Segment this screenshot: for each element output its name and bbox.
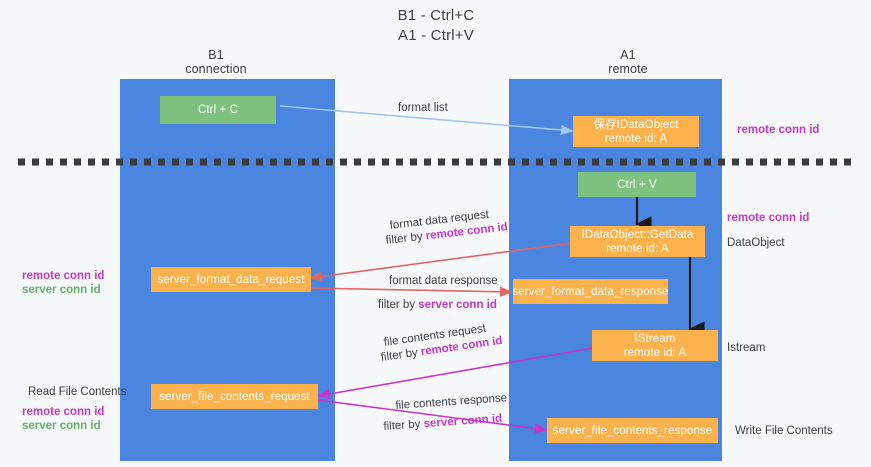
node-server-format-data-request-label: server_format_data_request — [157, 273, 305, 286]
edge-label-format-data-request-filter-prefix: filter by — [385, 230, 427, 247]
edge-label-format-data-response-filter-hl: server conn id — [418, 299, 497, 311]
edge-label-file-contents-response-filter-hl: server conn id — [423, 412, 503, 431]
left-label-read-file-contents: Read File Contents — [28, 385, 126, 399]
node-getdata-line1: IDataObject::GetData — [581, 228, 694, 241]
arrow-format-data-response — [309, 286, 513, 297]
right-label-istream: Istream — [727, 341, 765, 355]
node-server-file-contents-request-label: server_file_contents_request — [159, 390, 310, 403]
right-label-dataobject: DataObject — [727, 236, 785, 250]
column-header-a1-subtitle: remote — [608, 62, 648, 76]
edge-label-format-data-response-text: format data response — [389, 275, 498, 287]
node-server-file-contents-response-label: server_file_contents_response — [552, 424, 713, 437]
node-save-dataobject-line2: remote id: A — [604, 132, 668, 145]
column-header-a1-name: A1 — [620, 48, 636, 62]
edge-label-format-data-response-filter: filter by server conn id — [378, 298, 497, 312]
node-server-file-contents-response[interactable]: server_file_contents_response — [547, 418, 718, 443]
left-label-remote-conn-id-mid-text: remote conn id — [22, 270, 105, 282]
right-label-write-file-contents: Write File Contents — [735, 424, 833, 438]
left-label-remote-conn-id-mid: remote conn id — [22, 269, 104, 283]
node-getdata-line2: remote id: A — [606, 242, 669, 255]
right-label-write-file-contents-text: Write File Contents — [735, 425, 833, 437]
left-label-remote-conn-id-bottom: remote conn id — [22, 405, 104, 419]
node-server-format-data-response[interactable]: server_format_data_response — [512, 279, 669, 304]
node-getdata[interactable]: IDataObject::GetData remote id: A — [570, 226, 705, 257]
left-label-server-conn-id-mid: server conn id — [22, 283, 101, 297]
edge-label-file-contents-request-filter-prefix: filter by — [380, 346, 422, 364]
node-ctrl-c-label: Ctrl + C — [197, 104, 239, 116]
node-ctrl-v-label: Ctrl + V — [617, 178, 657, 191]
column-header-a1: A1 remote — [553, 48, 703, 76]
left-label-server-conn-id-bottom: server conn id — [22, 419, 101, 433]
edge-label-format-data-response: format data response — [389, 274, 498, 288]
page-title-line2: A1 - Ctrl+V — [398, 27, 474, 44]
edge-label-file-contents-response-text: file contents response — [395, 392, 508, 412]
right-label-remote-conn-id-mid: remote conn id — [727, 211, 809, 225]
edge-label-file-contents-response: file contents response — [395, 391, 508, 413]
node-ctrl-v[interactable]: Ctrl + V — [578, 172, 696, 197]
right-label-remote-conn-id-top: remote conn id — [737, 123, 819, 137]
column-header-b1-subtitle: connection — [185, 62, 247, 76]
right-label-dataobject-text: DataObject — [727, 237, 785, 249]
node-server-format-data-request[interactable]: server_format_data_request — [151, 267, 311, 292]
node-server-file-contents-request[interactable]: server_file_contents_request — [151, 384, 318, 409]
column-header-b1-name: B1 — [208, 48, 224, 62]
right-label-remote-conn-id-top-text: remote conn id — [737, 124, 820, 136]
edge-label-format-list-text: format list — [398, 102, 448, 114]
left-label-remote-conn-id-bottom-text: remote conn id — [22, 406, 105, 418]
right-label-remote-conn-id-mid-text: remote conn id — [727, 212, 810, 224]
column-header-b1: B1 connection — [141, 48, 291, 76]
left-label-server-conn-id-bottom-text: server conn id — [22, 420, 101, 432]
node-server-format-data-response-label: server_format_data_response — [512, 285, 669, 298]
edge-label-format-list: format list — [398, 101, 448, 115]
node-ctrl-c[interactable]: Ctrl + C — [160, 96, 276, 124]
edge-label-format-data-response-filter-prefix: filter by — [378, 299, 419, 311]
left-label-server-conn-id-mid-text: server conn id — [22, 284, 101, 296]
node-istream-line1: IStream — [634, 332, 676, 345]
edge-label-file-contents-response-filter-prefix: filter by — [383, 418, 425, 433]
page-title-line1: B1 - Ctrl+C — [397, 7, 475, 24]
right-label-istream-text: Istream — [727, 342, 766, 354]
edge-label-file-contents-response-filter: filter by server conn id — [383, 412, 503, 434]
node-save-dataobject-line1: 保存IDataObject — [593, 118, 679, 131]
node-save-dataobject[interactable]: 保存IDataObject remote id: A — [573, 116, 699, 147]
left-label-read-file-contents-text: Read File Contents — [28, 386, 127, 398]
node-istream-line2: remote id: A — [623, 346, 687, 359]
node-istream[interactable]: IStream remote id: A — [592, 330, 718, 361]
page-title: B1 - Ctrl+C A1 - Ctrl+V — [311, 6, 561, 46]
